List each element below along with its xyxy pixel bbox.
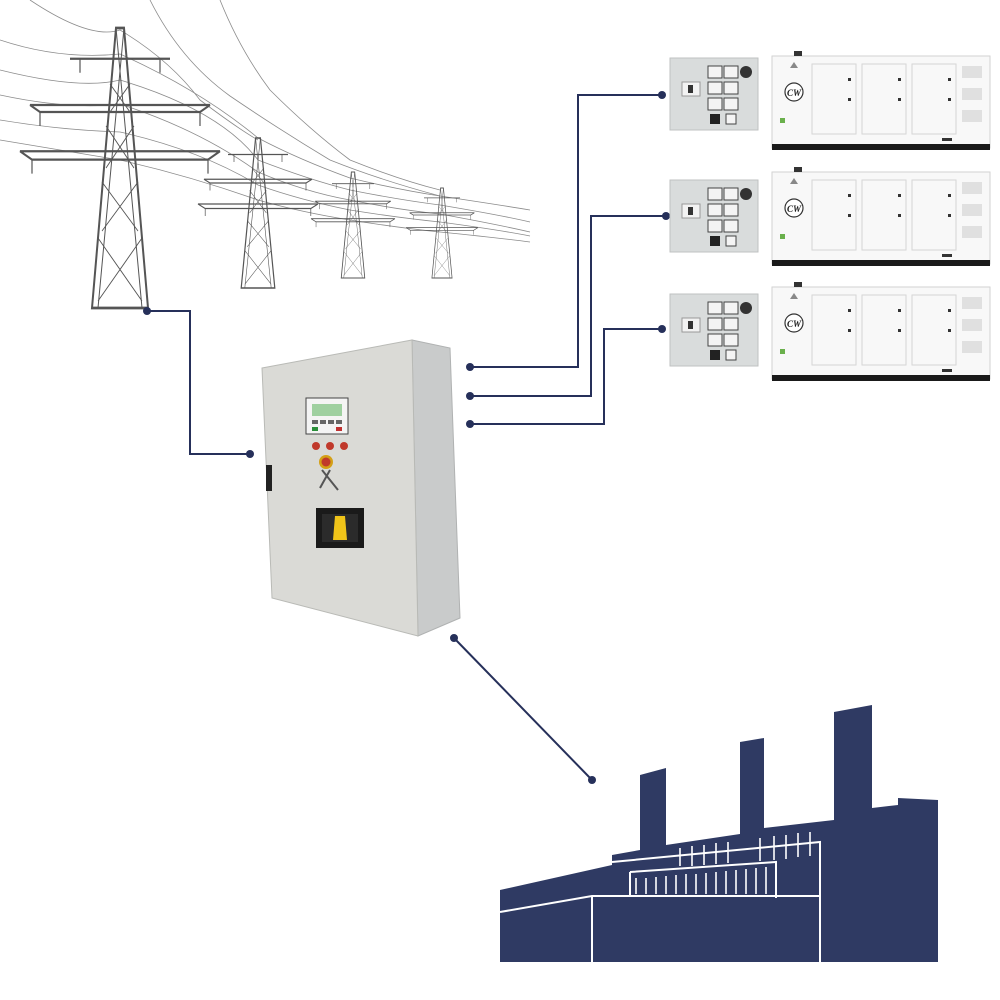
generator-control-panel-icon (669, 293, 759, 367)
transmission-tower-icon (197, 137, 319, 289)
generator-control-panel-icon (669, 57, 759, 131)
generator-control-panel-icon (669, 179, 759, 253)
cabinet-handle (266, 465, 272, 491)
emergency-stop-icon (319, 455, 339, 491)
cabinet-window (316, 508, 364, 548)
connection-dots (143, 91, 670, 784)
diesel-generator-icon (771, 50, 991, 151)
power-grid (0, 0, 531, 310)
cabinet-indicator-lights (312, 442, 348, 450)
cabinet-controller (305, 397, 349, 435)
edge-cabinet-to-generator-1 (470, 94, 662, 368)
edge-cabinet-to-generator-3 (470, 328, 662, 425)
generator-brand-logo: CW (787, 88, 802, 98)
edge-cabinet-to-generator-2 (470, 215, 666, 397)
factory-windows (635, 832, 811, 894)
diesel-generator-icon (771, 166, 991, 267)
generator-3: CW (669, 281, 991, 382)
factory-icon (500, 705, 938, 962)
generator-brand-logo: CW (787, 319, 802, 329)
edge-cabinet-to-factory (453, 637, 593, 781)
edge-grid-to-cabinet (147, 310, 250, 455)
generator-2: CW (669, 166, 991, 267)
connections (147, 94, 666, 781)
transmission-tower-icon (18, 26, 222, 310)
generator-1: CW (669, 50, 991, 151)
generator-brand-logo: CW (787, 204, 802, 214)
factory-load (499, 705, 938, 962)
diesel-generator-icon (771, 281, 991, 382)
factory-details (499, 840, 821, 962)
power-lines (0, 0, 531, 243)
transfer-switch-cabinet (261, 339, 461, 637)
